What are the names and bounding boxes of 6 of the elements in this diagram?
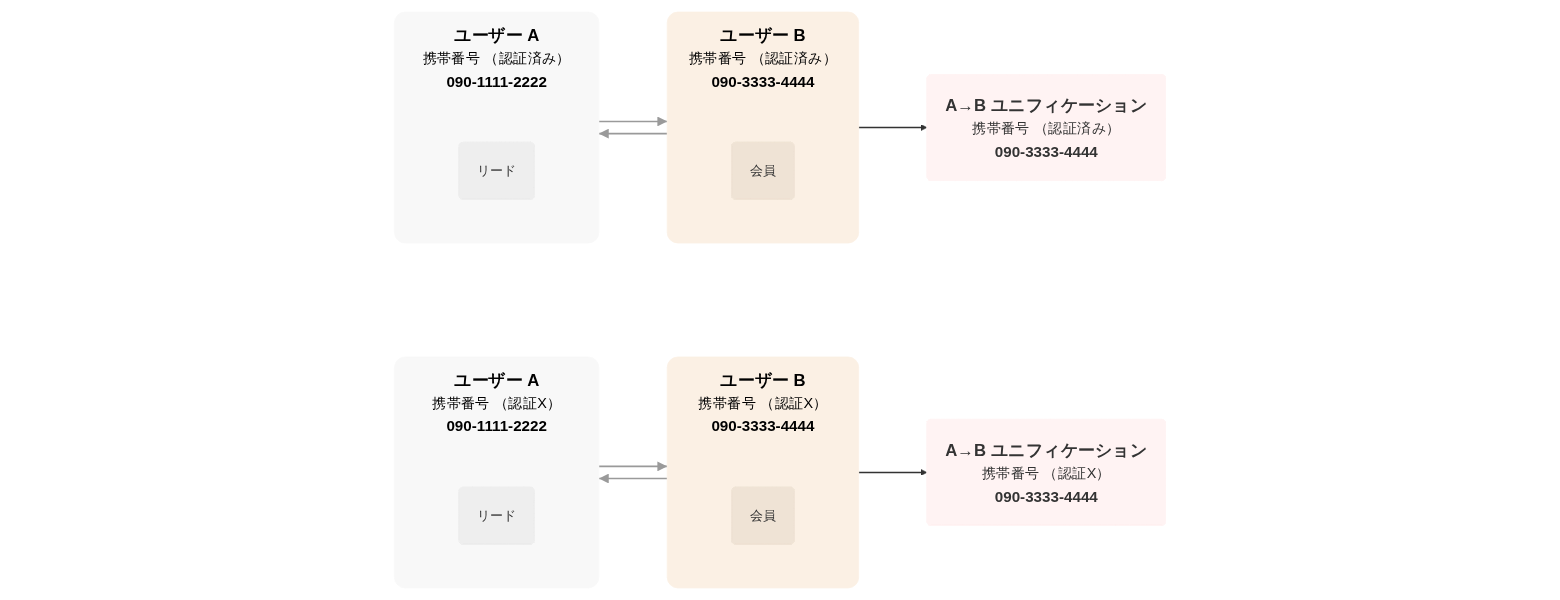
arrow	[857, 124, 928, 131]
arrow	[857, 469, 928, 476]
arrow	[598, 128, 668, 139]
arrow	[598, 116, 668, 127]
arrow	[598, 473, 668, 484]
arrow	[598, 461, 668, 472]
